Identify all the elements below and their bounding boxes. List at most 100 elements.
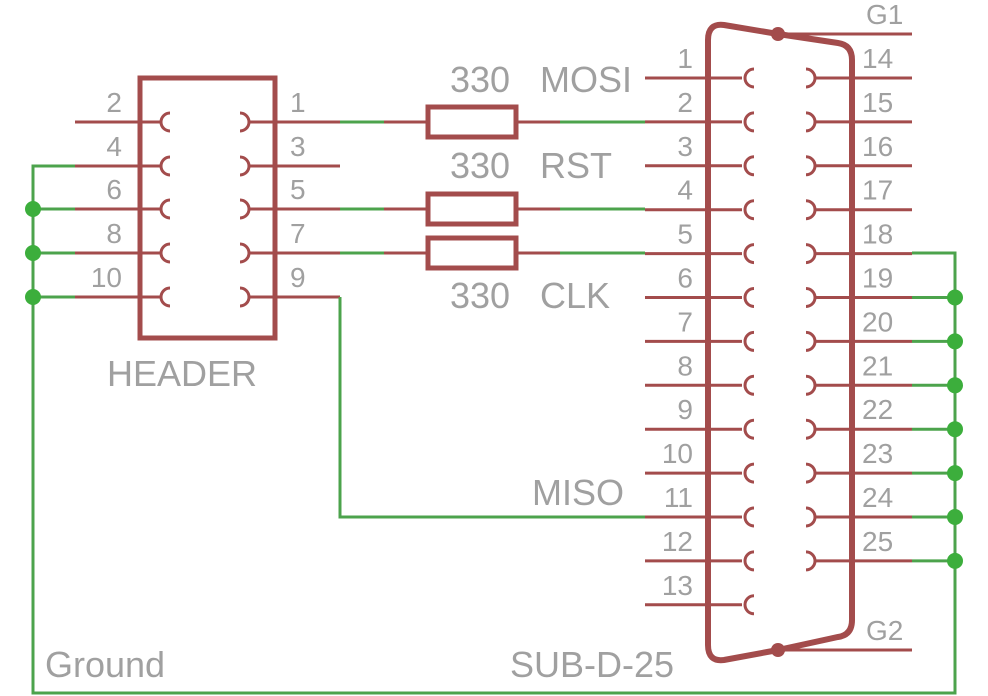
junction-dot	[947, 421, 963, 438]
resistor-clk-value: 330	[450, 275, 510, 316]
subd-pin-number: 1	[677, 43, 693, 74]
resistor-mosi-value: 330	[450, 59, 510, 100]
subd-pin-number: 20	[862, 306, 893, 337]
pin-contact	[805, 418, 817, 440]
pin-contact	[239, 242, 251, 264]
subd-pin-number: 3	[677, 131, 693, 162]
junction-dot	[947, 552, 963, 569]
subd-pin-number: 22	[862, 394, 893, 425]
header-pin-number: 2	[106, 87, 122, 118]
pin-contact	[805, 550, 817, 572]
pin-contact	[239, 286, 251, 308]
junction-dot	[947, 289, 963, 306]
pin-contact	[159, 111, 171, 133]
wire-miso	[338, 297, 645, 519]
pin-contact	[805, 199, 817, 221]
pin-contact	[743, 374, 755, 396]
junction-dot	[947, 333, 963, 350]
pin-contact	[743, 243, 755, 265]
ground-label: Ground	[45, 644, 165, 685]
header-connector: HEADER	[107, 75, 278, 394]
header-pin-number: 10	[91, 262, 122, 293]
header-pin-number: 3	[290, 131, 306, 162]
subd-pin-number: 24	[862, 482, 893, 513]
signal-rst-label: RST	[540, 145, 612, 186]
subd-pin-number: 23	[862, 438, 893, 469]
subd-pin-number: 25	[862, 526, 893, 557]
pin-contact	[743, 330, 755, 352]
header-pin-number: 7	[290, 218, 306, 249]
subd-pin-number: 7	[677, 306, 693, 337]
junction-dot	[947, 465, 963, 482]
subd-pin-number: 8	[677, 350, 693, 381]
pin-contact	[239, 155, 251, 177]
pin-contact	[159, 155, 171, 177]
pin-contact	[743, 287, 755, 308]
subd-pin-number: 5	[677, 219, 693, 250]
subd-name-label: SUB-D-25	[510, 644, 674, 685]
header-pin-number: 6	[106, 174, 122, 205]
shield-g1-label: G1	[866, 0, 903, 30]
junction-dot	[947, 509, 963, 525]
pin-contact	[743, 199, 755, 221]
pin-contact	[805, 155, 817, 177]
resistor-body	[425, 191, 519, 227]
shield-g2-label: G2	[866, 615, 903, 646]
signal-clk-label: CLK	[540, 275, 610, 316]
resistor-body	[425, 104, 519, 140]
signal-miso-label: MISO	[532, 472, 624, 513]
header-pin-number: 5	[290, 174, 306, 205]
subd-right-pins: 14 15 16 17 18 19 20 21 22 23 24 25	[805, 43, 912, 572]
pin-contact	[743, 418, 755, 440]
pin-contact	[743, 155, 755, 177]
resistor-rst-value: 330	[450, 145, 510, 186]
subd-pin-number: 2	[677, 87, 693, 118]
pin-contact	[159, 198, 171, 220]
subd-pin-number: 16	[862, 131, 893, 162]
subd-pin-number: 6	[677, 263, 693, 294]
subd-pin-number: 17	[862, 175, 893, 206]
subd-pin-number: 4	[677, 175, 693, 206]
pin-contact	[805, 330, 817, 352]
resistor-clk	[384, 235, 560, 271]
subd-pin-number: 14	[862, 43, 893, 74]
resistor-mosi	[384, 104, 560, 140]
pin-contact	[743, 550, 755, 572]
pin-contact	[805, 111, 817, 133]
subd-pin-number: 19	[862, 263, 893, 294]
header-pin-number: 8	[106, 218, 122, 249]
subd-pin-number: 13	[662, 570, 693, 601]
pin-contact	[805, 506, 817, 528]
subd-pin-number: 21	[862, 350, 893, 381]
resistor-rst	[384, 191, 560, 227]
subd-pin-number: 15	[862, 87, 893, 118]
pin-contact	[743, 462, 755, 484]
pin-contact	[805, 287, 817, 308]
subd-shell	[705, 21, 855, 664]
subd-pin-number: 18	[862, 219, 893, 250]
header-pin-number: 1	[290, 87, 306, 118]
pin-contact	[805, 67, 817, 89]
subd-pin-number: 10	[662, 438, 693, 469]
subd-pin-number: 12	[662, 526, 693, 557]
junctions	[25, 201, 963, 569]
nets	[31, 120, 957, 695]
junction-dot	[25, 201, 41, 217]
pin-contact	[159, 242, 171, 264]
subd-pin-number: 11	[664, 482, 693, 513]
junction-dot	[25, 289, 41, 305]
pin-contact	[805, 243, 817, 265]
pin-contact	[805, 374, 817, 396]
junction-dot	[947, 377, 963, 394]
pin-contact	[743, 594, 755, 616]
signal-mosi-label: MOSI	[540, 59, 632, 100]
pin-contact	[239, 111, 251, 133]
subd-pin-number: 9	[677, 394, 693, 425]
wire-ground-bus	[31, 164, 957, 695]
pin-contact	[239, 198, 251, 220]
pin-contact	[743, 506, 755, 528]
